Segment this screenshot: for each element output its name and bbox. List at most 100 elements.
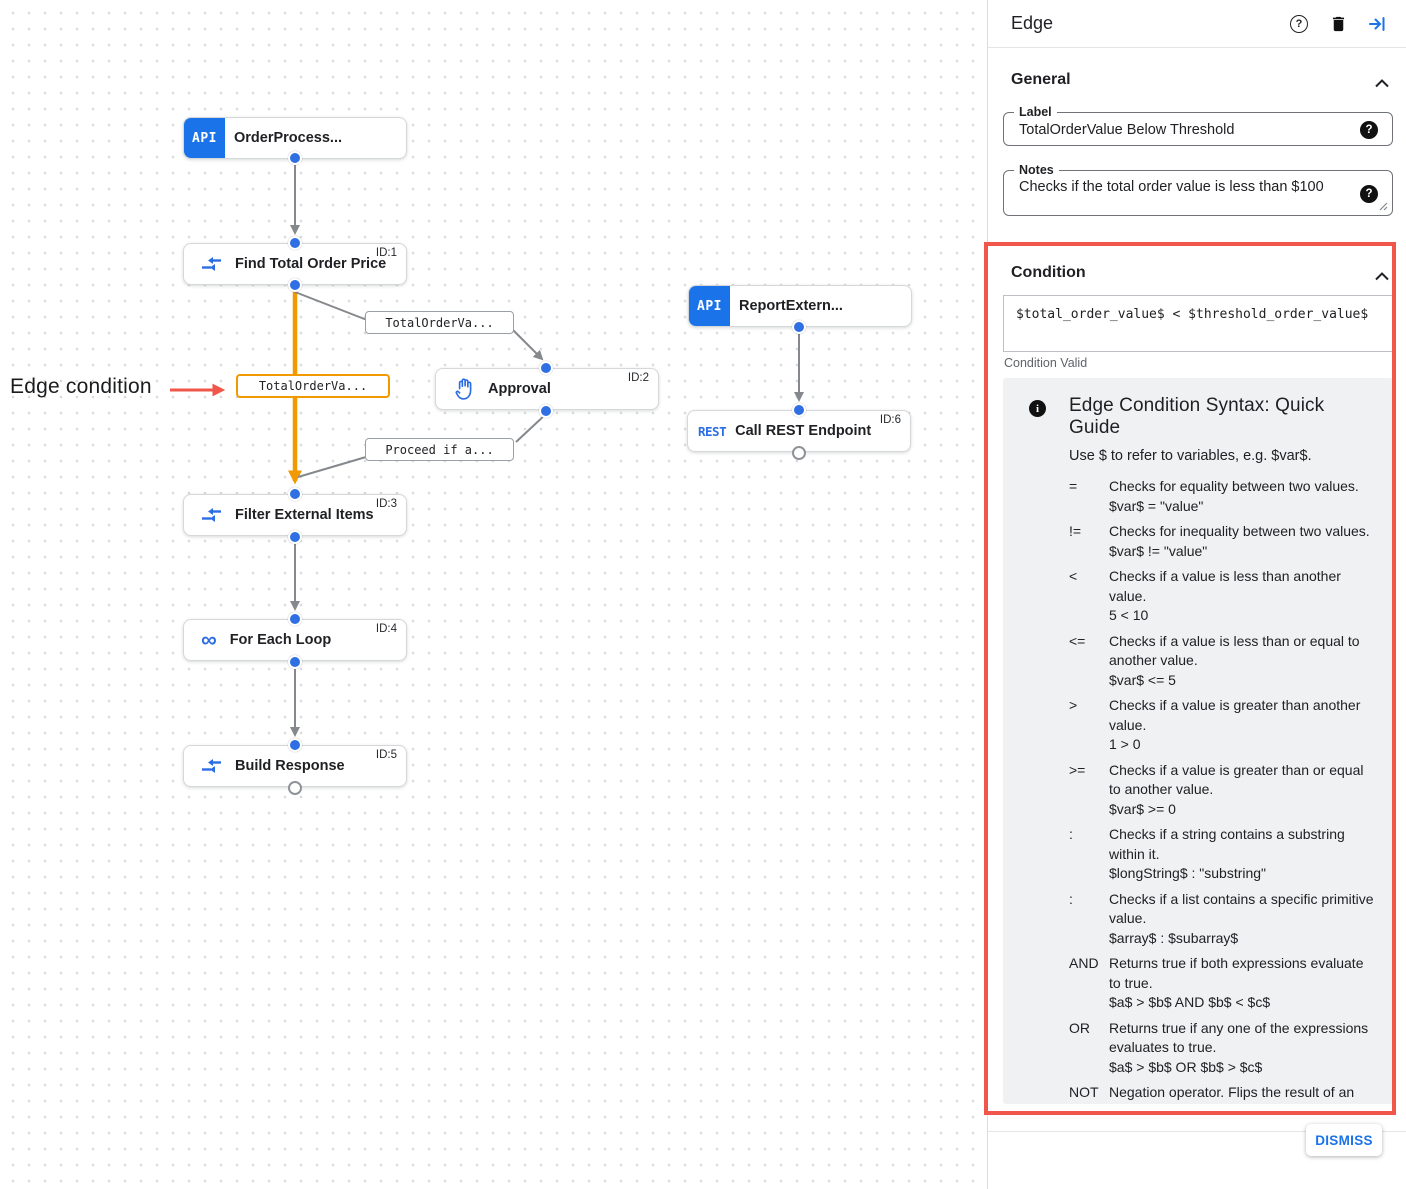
guide-row: < Checks if a value is less than another… [1069,567,1379,626]
edge-label-totalorderva-branch[interactable]: TotalOrderVa... [365,311,514,334]
guide-example: $a$ > $b$ OR $b$ > $c$ [1109,1058,1263,1075]
guide-description: Returns true if both expressions evaluat… [1109,955,1364,991]
node-label: Filter External Items [235,507,374,523]
resize-grip-icon[interactable] [1379,202,1388,211]
condition-expression-input[interactable]: $total_order_value$ < $threshold_order_v… [1004,296,1392,351]
loop-infinity-icon: ∞ [201,627,217,652]
rest-icon: REST [698,423,727,439]
guide-description: Checks if a value is greater than anothe… [1109,697,1361,733]
delete-icon[interactable] [1327,13,1349,35]
edge-branch-to-label[interactable] [294,291,368,321]
node-id-tag: ID:4 [375,623,397,635]
port-foreach-in[interactable] [288,612,302,626]
notes-field: Notes Checks if the total order value is… [1003,162,1393,216]
panel-header: Edge ? [988,0,1406,48]
node-orderprocess-trigger[interactable]: API OrderProcess... [183,117,407,159]
guide-row: OR Returns true if any one of the expres… [1069,1019,1379,1078]
notes-textarea[interactable]: Checks if the total order value is less … [1004,171,1392,215]
node-label: OrderProcess... [234,130,342,146]
condition-expression-box: $total_order_value$ < $threshold_order_v… [1003,295,1393,352]
port-filter-in[interactable] [288,487,302,501]
guide-example: $a$ > $b$ AND $b$ < $c$ [1109,994,1271,1010]
port-orderprocess-out[interactable] [288,151,302,165]
collapse-panel-icon[interactable] [1366,13,1388,35]
condition-collapse-chevron-icon[interactable] [1375,269,1389,283]
edge-label-to-approval[interactable] [512,329,544,361]
guide-row: : Checks if a string contains a substrin… [1069,825,1379,884]
port-build-out-empty[interactable] [288,781,302,795]
node-id-tag: ID:2 [627,372,649,384]
guide-example: $var$ = "value" [1109,497,1204,514]
dismiss-button[interactable]: DISMISS [1306,1124,1382,1156]
port-findtotal-in[interactable] [288,236,302,250]
node-call-rest-endpoint[interactable]: REST Call REST Endpoint ID:6 [687,410,911,452]
notes-field-label: Notes [1014,162,1059,178]
label-field: Label ? [1003,104,1393,146]
data-mapping-icon [201,758,222,774]
guide-example: 5 < 10 [1109,607,1149,623]
guide-title: Edge Condition Syntax: Quick Guide [1069,395,1325,438]
guide-rows: = Checks for equality between two values… [1069,477,1379,1104]
panel-title: Edge [1011,13,1054,33]
node-approval[interactable]: Approval ID:2 [435,368,659,410]
edge-label-selected-condition[interactable]: TotalOrderVa... [236,374,390,398]
syntax-guide-infobox: i Edge Condition Syntax: Quick Guide Use… [1003,378,1393,1104]
api-trigger-icon: API [184,118,225,158]
guide-description: Checks if a value is greater than or equ… [1109,761,1364,798]
node-for-each-loop[interactable]: ∞ For Each Loop ID:4 [183,619,407,661]
guide-row: = Checks for equality between two values… [1069,477,1379,516]
node-label: Approval [488,381,551,397]
approval-hand-icon [453,377,475,401]
guide-example: $array$ : $subarray$ [1109,929,1239,946]
guide-row: AND Returns true if both expressions eva… [1069,954,1379,1013]
guide-example: $longString$ : "substring" [1109,865,1267,881]
guide-row: > Checks if a value is greater than anot… [1069,696,1379,755]
guide-description: Checks if a value is less than another v… [1109,568,1341,604]
guide-operator: NOT [1069,1084,1099,1100]
label-input[interactable] [1004,113,1392,145]
guide-operator: = [1069,478,1078,494]
port-rest-in[interactable] [792,403,806,417]
guide-example: $var$ <= 5 [1109,671,1176,688]
node-id-tag: ID:6 [879,414,901,426]
guide-description: Negation operator. Flips the result of a… [1109,1084,1355,1104]
condition-valid-status: Condition Valid [1004,356,1088,370]
label-field-label: Label [1014,104,1057,120]
guide-example: 1 > 0 [1109,736,1141,752]
help-icon[interactable]: ? [1288,13,1310,35]
guide-row: <= Checks if a value is less than or equ… [1069,632,1379,691]
data-mapping-icon [201,507,222,523]
edge-approval-to-label[interactable] [515,413,547,443]
edge-label-proceed[interactable]: Proceed if a... [365,438,514,461]
port-build-in[interactable] [288,738,302,752]
guide-description: Checks for equality between two values. [1109,478,1359,494]
port-findtotal-out[interactable] [288,278,302,292]
workflow-canvas[interactable]: TotalOrderVa... TotalOrderVa... Proceed … [0,0,987,1189]
node-build-response[interactable]: Build Response ID:5 [183,745,407,787]
port-rest-out-empty[interactable] [792,446,806,460]
annotation-edge-condition: Edge condition [10,375,152,398]
port-foreach-out[interactable] [288,655,302,669]
guide-operator: != [1069,523,1082,539]
port-approval-out[interactable] [539,404,553,418]
guide-description: Checks if a value is less than or equal … [1109,632,1360,669]
guide-operator: < [1069,568,1078,584]
node-label: Call REST Endpoint [735,423,872,439]
port-approval-in[interactable] [539,361,553,375]
port-filter-out[interactable] [288,530,302,544]
api-trigger-icon: API [689,286,730,326]
guide-operator: <= [1069,632,1086,649]
label-help-icon[interactable]: ? [1360,121,1378,139]
general-collapse-chevron-icon[interactable] [1375,76,1389,90]
panel-bottom-divider [988,1131,1406,1132]
edge-label-merge[interactable] [297,456,367,478]
edge-properties-panel: Edge ? General Label ? Notes Checks if t… [987,0,1406,1189]
node-find-total-order-price[interactable]: Find Total Order Price ID:1 [183,243,407,285]
data-mapping-icon [201,256,222,272]
port-report-out[interactable] [792,320,806,334]
info-icon: i [1029,400,1046,417]
guide-operator: >= [1069,761,1086,778]
notes-help-icon[interactable]: ? [1360,185,1378,203]
node-id-tag: ID:3 [375,498,397,510]
guide-description: Checks if a string contains a substring … [1109,826,1345,862]
